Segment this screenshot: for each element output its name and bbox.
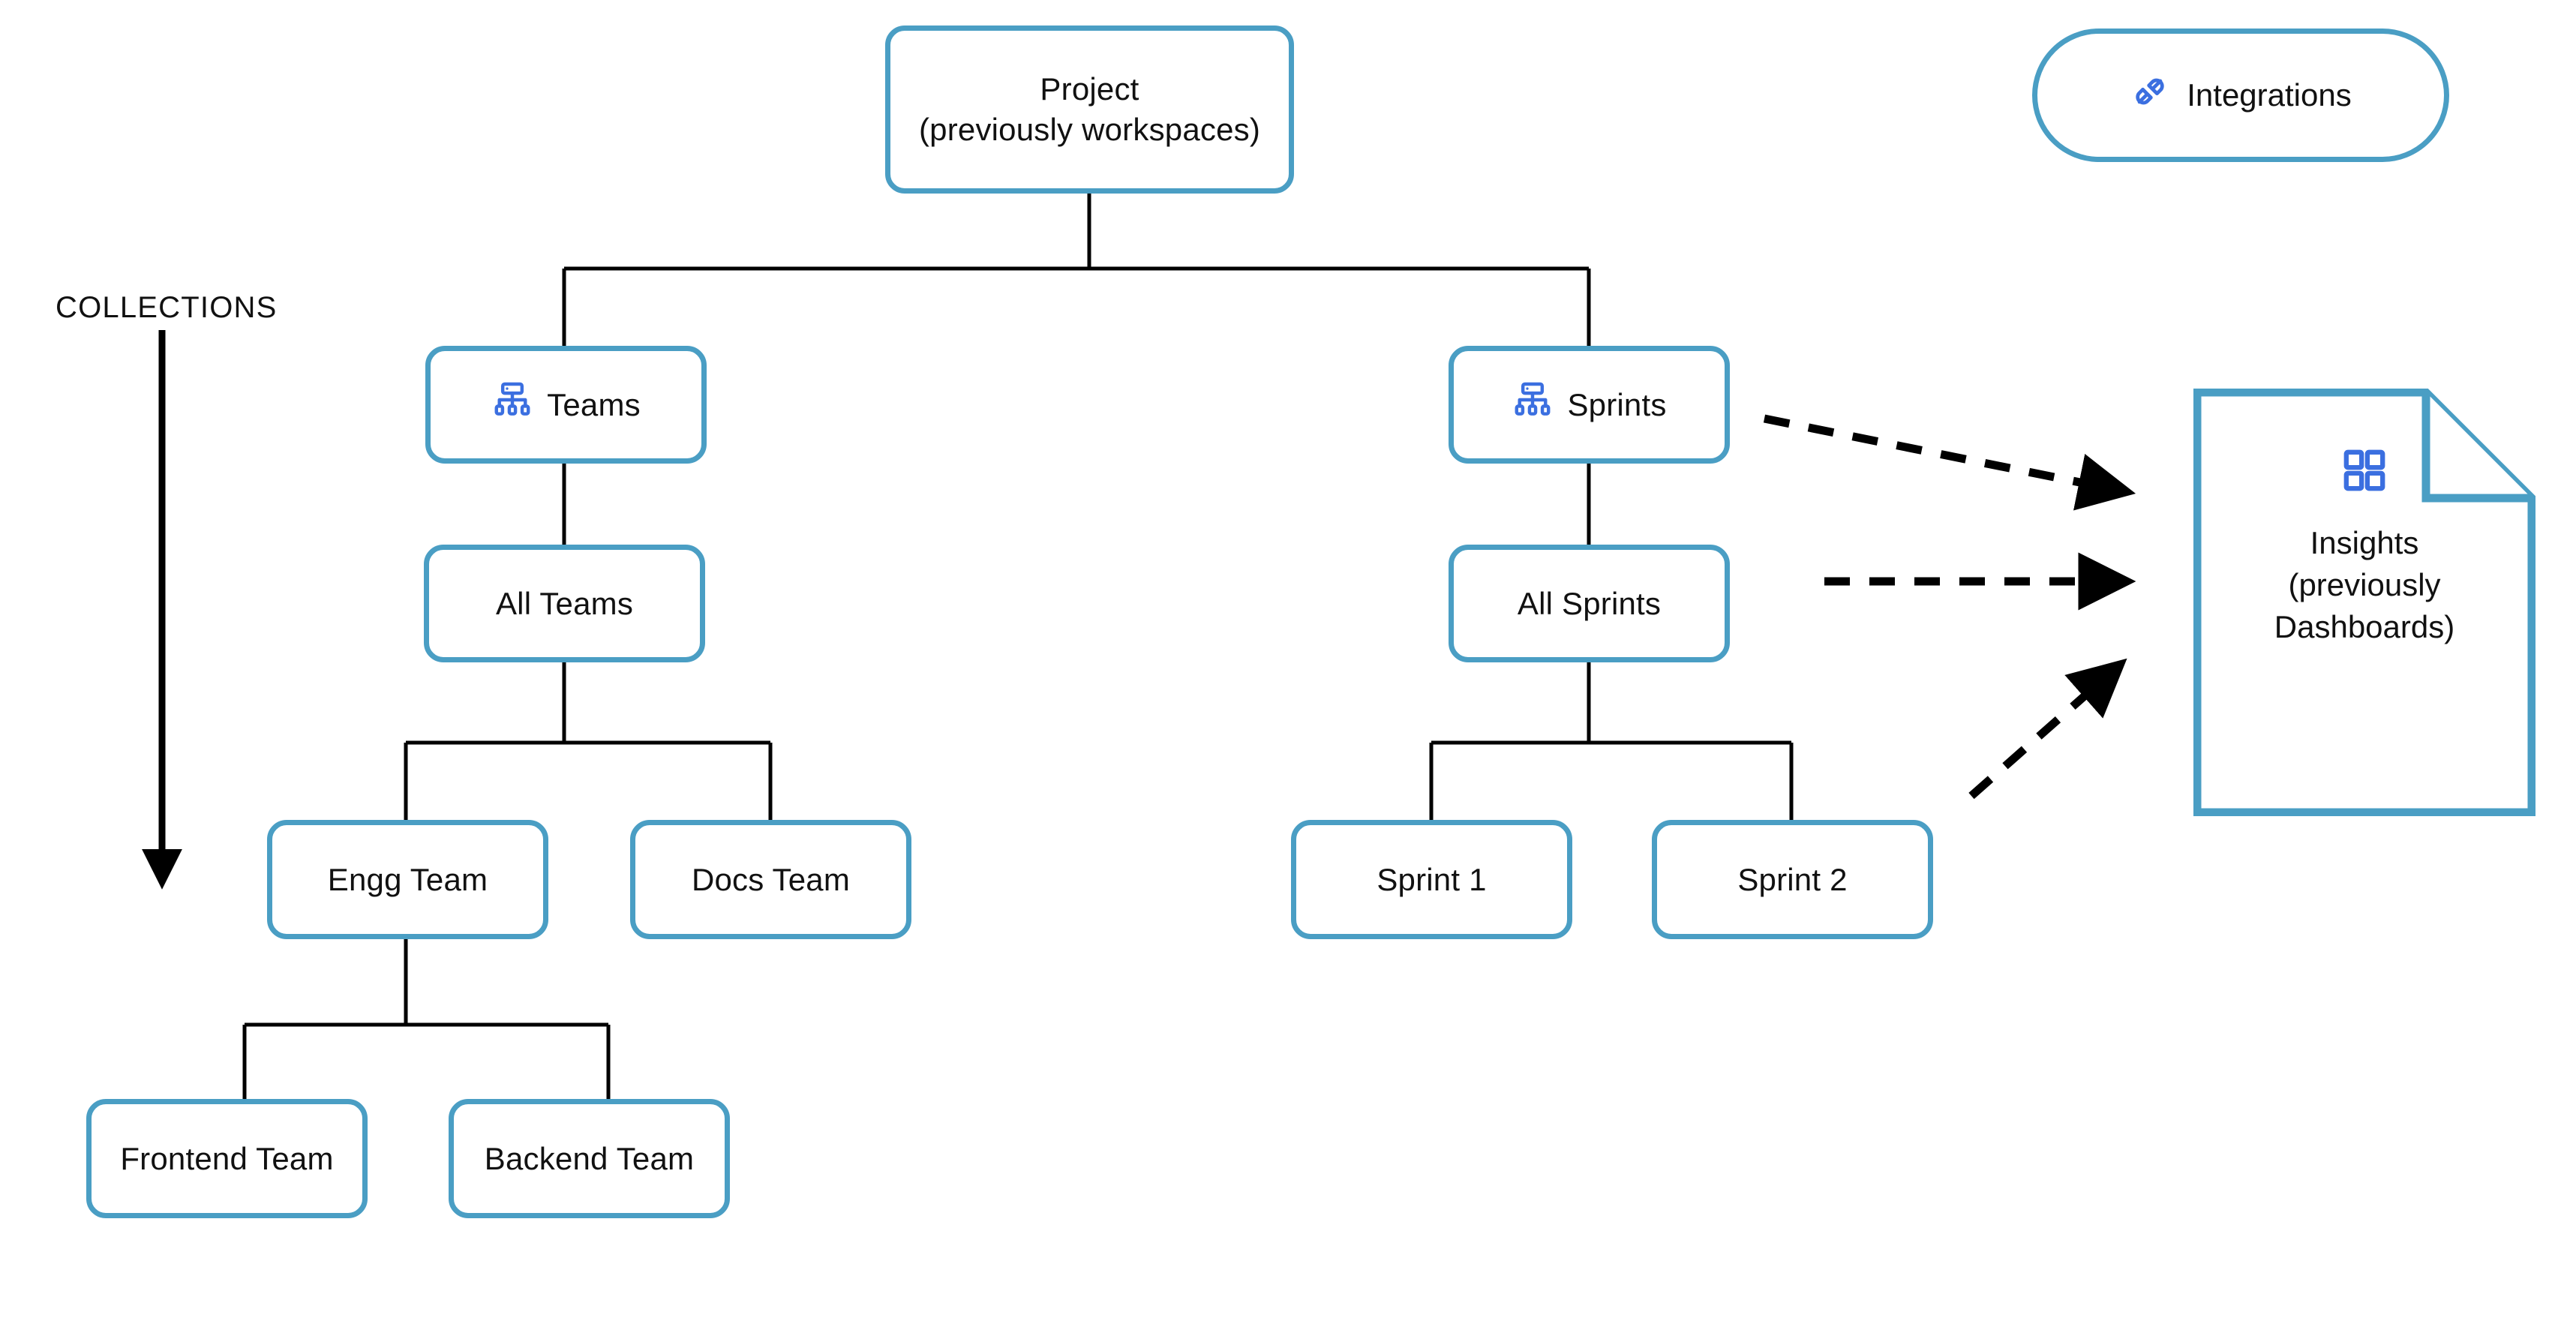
node-sprint-1-label: Sprint 1	[1377, 861, 1487, 897]
dashed-arrow-sprints-to-insights	[1763, 414, 2136, 511]
node-insights[interactable]: Insights (previously Dashboards)	[2193, 388, 2536, 817]
node-sprint-2-label: Sprint 2	[1737, 861, 1848, 897]
node-backend-team-label: Backend Team	[484, 1140, 695, 1176]
plug-icon	[2130, 71, 2170, 119]
node-teams[interactable]: Teams	[425, 346, 707, 464]
node-project[interactable]: Project (previously workspaces)	[885, 26, 1294, 194]
insights-dashed-arrows	[1763, 414, 2136, 800]
node-project-label: Project (previously workspaces)	[918, 71, 1261, 147]
hierarchy-icon	[1512, 379, 1554, 431]
node-sprints-label: Sprints	[1567, 386, 1667, 422]
node-all-teams[interactable]: All Teams	[424, 545, 705, 662]
integrations-pill[interactable]: Integrations	[2032, 29, 2449, 162]
node-sprint-2[interactable]: Sprint 2	[1652, 820, 1933, 939]
node-all-teams-label: All Teams	[495, 585, 634, 621]
node-sprints[interactable]: Sprints	[1449, 346, 1730, 464]
node-engg-team-label: Engg Team	[327, 861, 488, 897]
node-backend-team[interactable]: Backend Team	[449, 1099, 730, 1218]
hierarchy-icon	[491, 379, 533, 431]
node-frontend-team-label: Frontend Team	[120, 1140, 334, 1176]
collections-label: COLLECTIONS	[56, 291, 278, 324]
node-docs-team[interactable]: Docs Team	[630, 820, 911, 939]
dashed-arrow-sprint2-to-insights	[1968, 658, 2127, 800]
node-all-sprints[interactable]: All Sprints	[1449, 545, 1730, 662]
node-sprint-1[interactable]: Sprint 1	[1291, 820, 1572, 939]
node-frontend-team[interactable]: Frontend Team	[86, 1099, 368, 1218]
node-insights-label: Insights (previously Dashboards)	[2274, 525, 2455, 644]
node-teams-label: Teams	[547, 386, 641, 422]
integrations-label: Integrations	[2187, 77, 2352, 113]
grid-icon	[2193, 446, 2535, 495]
document-shape	[2193, 388, 2536, 817]
node-all-sprints-label: All Sprints	[1517, 585, 1662, 621]
node-docs-team-label: Docs Team	[691, 861, 851, 897]
node-engg-team[interactable]: Engg Team	[267, 820, 548, 939]
